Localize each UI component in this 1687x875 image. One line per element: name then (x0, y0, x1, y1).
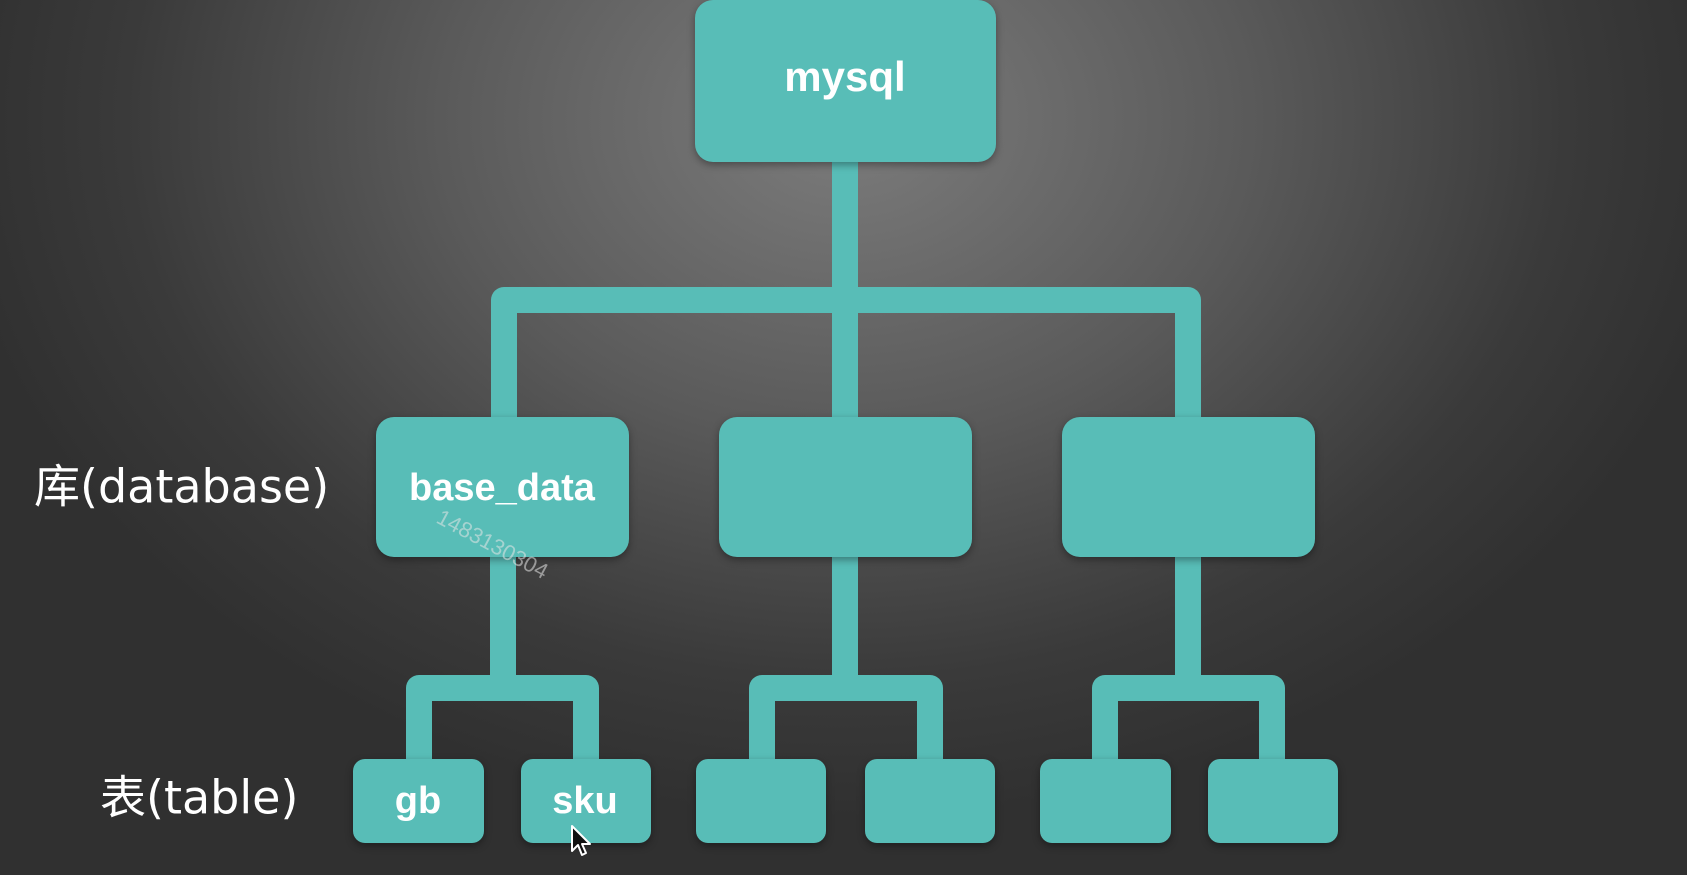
table-node (865, 759, 995, 843)
table-node: sku (521, 759, 651, 843)
connector-db2-bus (749, 675, 943, 760)
table-node (1208, 759, 1338, 843)
connector-db1-bus (406, 675, 599, 760)
root-node-label: mysql (784, 53, 905, 100)
database-node-box (1062, 417, 1315, 557)
connector-root-bus (491, 287, 1201, 420)
mouse-pointer-icon (571, 825, 591, 856)
database-node-box (719, 417, 972, 557)
table-row-label: 表(table) (100, 771, 298, 825)
table-node (696, 759, 826, 843)
database-node: base_data (376, 417, 629, 557)
table-node-label: sku (552, 780, 617, 822)
connectors (406, 160, 1285, 760)
table-node: gb (353, 759, 484, 843)
database-node-label: base_data (409, 467, 596, 509)
table-node-box (521, 759, 651, 843)
connector-db3-bus (1092, 675, 1285, 760)
table-node-box (1040, 759, 1171, 843)
root-node-box (695, 0, 996, 162)
table-node-box (696, 759, 826, 843)
root-node: mysql (695, 0, 996, 162)
table-node-label: gb (395, 780, 441, 822)
table-node (1040, 759, 1171, 843)
database-row-label: 库(database) (34, 460, 329, 514)
database-node (1062, 417, 1315, 557)
database-node-box (376, 417, 629, 557)
table-node-box (353, 759, 484, 843)
table-node-box (1208, 759, 1338, 843)
database-node (719, 417, 972, 557)
table-node-box (865, 759, 995, 843)
